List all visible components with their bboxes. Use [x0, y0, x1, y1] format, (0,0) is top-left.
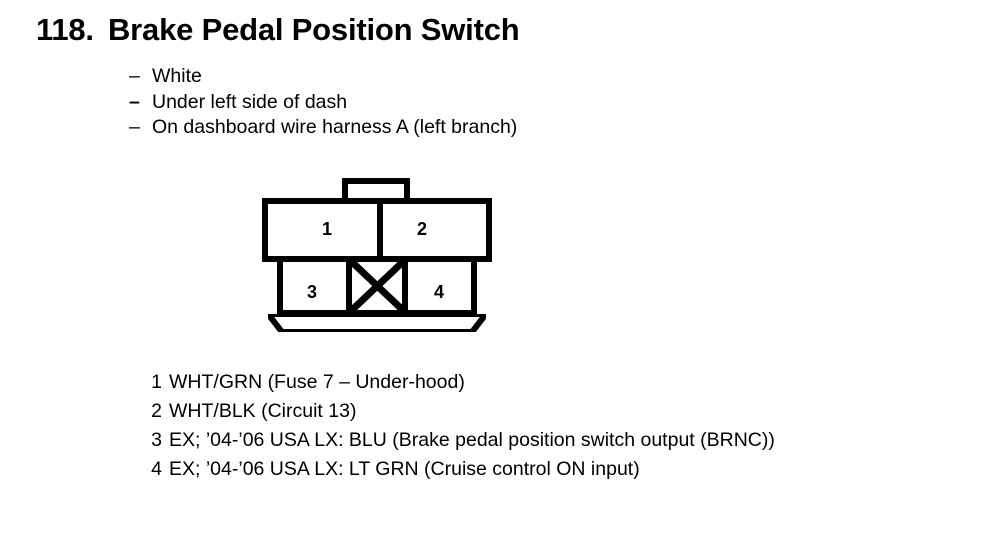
connector-description-list: –White –Under left side of dash –On dash…	[129, 64, 517, 141]
list-item: –Under left side of dash	[129, 90, 517, 116]
legend-row: 3 EX; ’04-’06 USA LX: BLU (Brake pedal po…	[143, 426, 775, 455]
section-title-text: Brake Pedal Position Switch	[108, 12, 520, 47]
legend-pin-number: 2	[151, 400, 162, 422]
connector-cavity-blocked	[345, 262, 409, 310]
connector-pin-number-1: 1	[322, 219, 333, 239]
legend-pin-number: 1	[151, 371, 162, 393]
legend-pin-description: EX; ’04-’06 USA LX: LT GRN (Cruise contr…	[169, 458, 640, 480]
connector-bottom-row	[277, 262, 477, 316]
list-item-label: White	[152, 65, 202, 87]
connector-cavity-2	[377, 204, 486, 256]
list-item: –White	[129, 64, 517, 90]
list-item: –On dashboard wire harness A (left branc…	[129, 115, 517, 141]
connector-base-flare	[268, 314, 486, 332]
list-item-label: Under left side of dash	[152, 90, 348, 113]
page-title: 118. Brake Pedal Position Switch	[36, 11, 520, 49]
connector-top-row	[262, 198, 492, 262]
dash-bullet-icon: –	[129, 65, 140, 87]
connector-pin-number-3: 3	[307, 282, 318, 302]
list-item-label: On dashboard wire harness A (left branch…	[152, 116, 518, 138]
connector-pin-number-2: 2	[417, 219, 428, 239]
dash-bullet-icon: –	[129, 116, 140, 138]
legend-pin-description: EX; ’04-’06 USA LX: BLU (Brake pedal pos…	[169, 429, 775, 451]
legend-row: 2 WHT/BLK (Circuit 13)	[143, 397, 775, 426]
legend-pin-description: WHT/BLK (Circuit 13)	[169, 400, 357, 422]
connector-diagram: 1 2 3 4	[262, 178, 502, 338]
pin-legend: 1 WHT/GRN (Fuse 7 – Under-hood) 2 WHT/BLK …	[143, 368, 775, 484]
legend-pin-number: 4	[151, 458, 162, 480]
legend-pin-description: WHT/GRN (Fuse 7 – Under-hood)	[169, 371, 465, 393]
dash-bullet-icon: –	[129, 90, 140, 113]
connector-pin-number-4: 4	[434, 282, 445, 302]
section-number: 118.	[36, 12, 94, 47]
blocked-cavity-x-icon	[352, 262, 403, 310]
legend-pin-number: 3	[151, 429, 162, 451]
legend-row: 1 WHT/GRN (Fuse 7 – Under-hood)	[143, 368, 775, 397]
legend-row: 4 EX; ’04-’06 USA LX: LT GRN (Cruise cont…	[143, 455, 775, 484]
